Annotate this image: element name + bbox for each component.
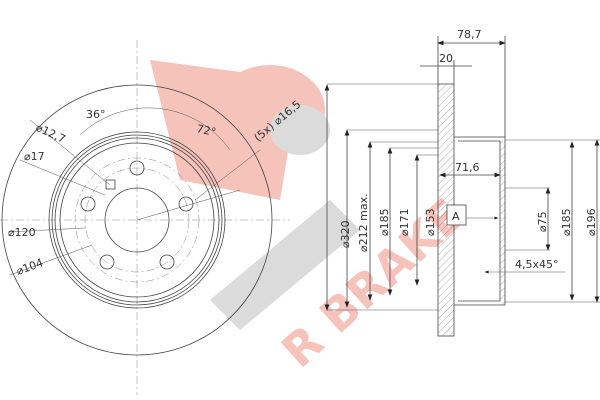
d320-label: ⌀320 [339, 220, 352, 248]
d153-label: ⌀153 [424, 208, 437, 236]
bolt-holes [80, 160, 194, 270]
section-view: 78,7 20 71,6 ⌀320 ⌀212 max. ⌀212 max. ⌀1… [324, 28, 600, 337]
center-bore [104, 187, 170, 253]
chamfer-label: 4,5x45° [515, 258, 559, 271]
datum-box [446, 204, 467, 226]
d120-label: ⌀120 [8, 226, 36, 239]
d171-label: ⌀171 [398, 208, 411, 236]
locating-hole [105, 179, 116, 190]
disc-outer-edge [1, 84, 273, 356]
d104-label: ⌀104 [15, 256, 45, 278]
d212-label: ⌀212 max. [357, 193, 370, 252]
d185-right-label: ⌀185 [560, 208, 573, 236]
angle-72-label: 72° [195, 122, 217, 139]
thickness-label: 20 [439, 52, 453, 65]
angle-36-label: 36° [86, 108, 106, 121]
bolt-hole [159, 254, 175, 270]
bolt-hole [80, 196, 96, 212]
small-hole-diameter-label: ⌀12,7 [34, 121, 68, 146]
d185-left-label: ⌀185 [378, 208, 391, 236]
overall-height-label: 78,7 [457, 28, 482, 41]
d17-label: ⌀17 [24, 150, 45, 163]
bolt-hole [99, 254, 115, 270]
d75-label: ⌀75 [536, 211, 549, 232]
datum-label: A [452, 210, 460, 223]
d196-label: ⌀196 [585, 208, 598, 236]
bolt-hole [178, 196, 194, 212]
bolt-hole [129, 160, 145, 176]
hat-depth-label: 71,6 [455, 161, 480, 174]
